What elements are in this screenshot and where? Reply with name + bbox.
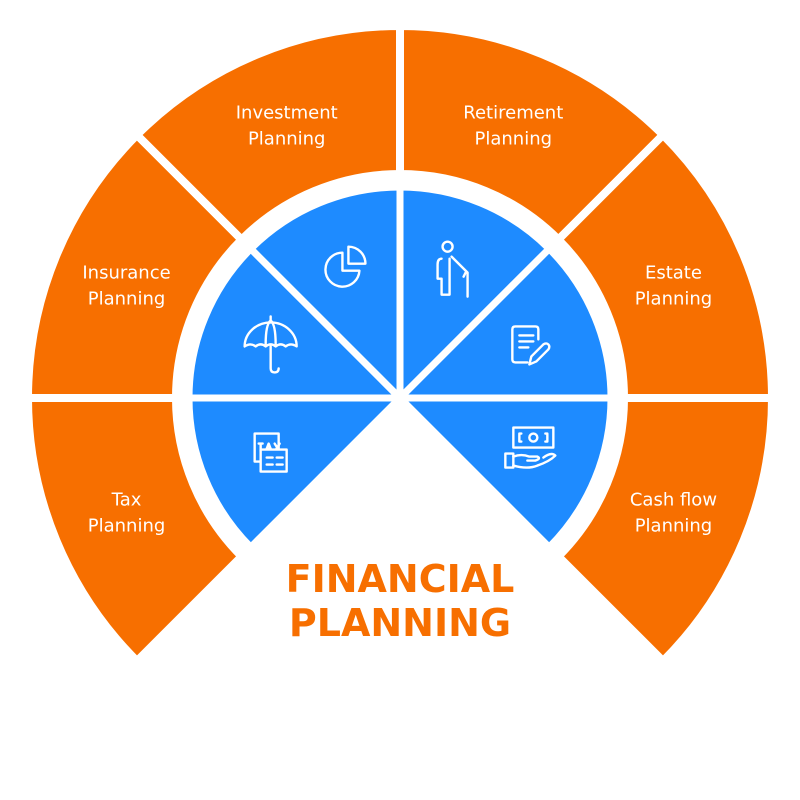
segment-label-cashflow-line1: Cash flow: [630, 489, 717, 510]
segment-label-insurance-line1: Insurance: [82, 263, 170, 284]
elderly-person-icon: [436, 240, 469, 298]
segment-label-insurance-line2: Planning: [88, 289, 166, 310]
segment-label-retirement-line1: Retirement: [463, 103, 563, 124]
segment-label-investment-line1: Investment: [236, 103, 338, 124]
outer-ring: [23, 21, 777, 667]
segment-label-estate-line2: Planning: [635, 289, 713, 310]
segment-label-cashflow-line2: Planning: [635, 515, 713, 536]
segment-label-tax-line2: Planning: [88, 515, 166, 536]
outer-segment-retirement: [396, 21, 669, 246]
outer-segment-estate: [552, 129, 777, 402]
segment-label-estate-line1: Estate: [645, 263, 702, 284]
title-line-1: FINANCIAL: [286, 557, 515, 601]
inner-segment-estate: [391, 243, 615, 402]
title-line-2: PLANNING: [289, 601, 511, 645]
inner-segment-tax: [185, 394, 409, 553]
outer-segment-insurance: [23, 129, 248, 402]
segment-labels: TaxPlanningInsurancePlanningInvestmentPl…: [82, 103, 717, 537]
inner-segment-investment: [245, 183, 404, 407]
outer-segment-investment: [131, 21, 404, 246]
money-hand-icon: [504, 426, 557, 469]
document-pen-icon: [511, 325, 551, 366]
inner-segment-cashflow: [391, 394, 615, 553]
outer-segment-cashflow: [552, 394, 777, 667]
pie-chart-icon: [324, 245, 367, 288]
umbrella-icon: [243, 315, 298, 374]
segment-label-investment-line2: Planning: [248, 129, 326, 150]
inner-ring: [185, 183, 615, 553]
inner-segment-insurance: [185, 243, 409, 402]
segment-label-tax-line1: Tax: [111, 489, 142, 510]
inner-segment-retirement: [396, 183, 555, 407]
outer-segment-tax: [23, 394, 248, 667]
segment-icons: [243, 240, 557, 473]
segment-label-retirement-line2: Planning: [475, 129, 553, 150]
tax-document-icon: [253, 432, 288, 473]
